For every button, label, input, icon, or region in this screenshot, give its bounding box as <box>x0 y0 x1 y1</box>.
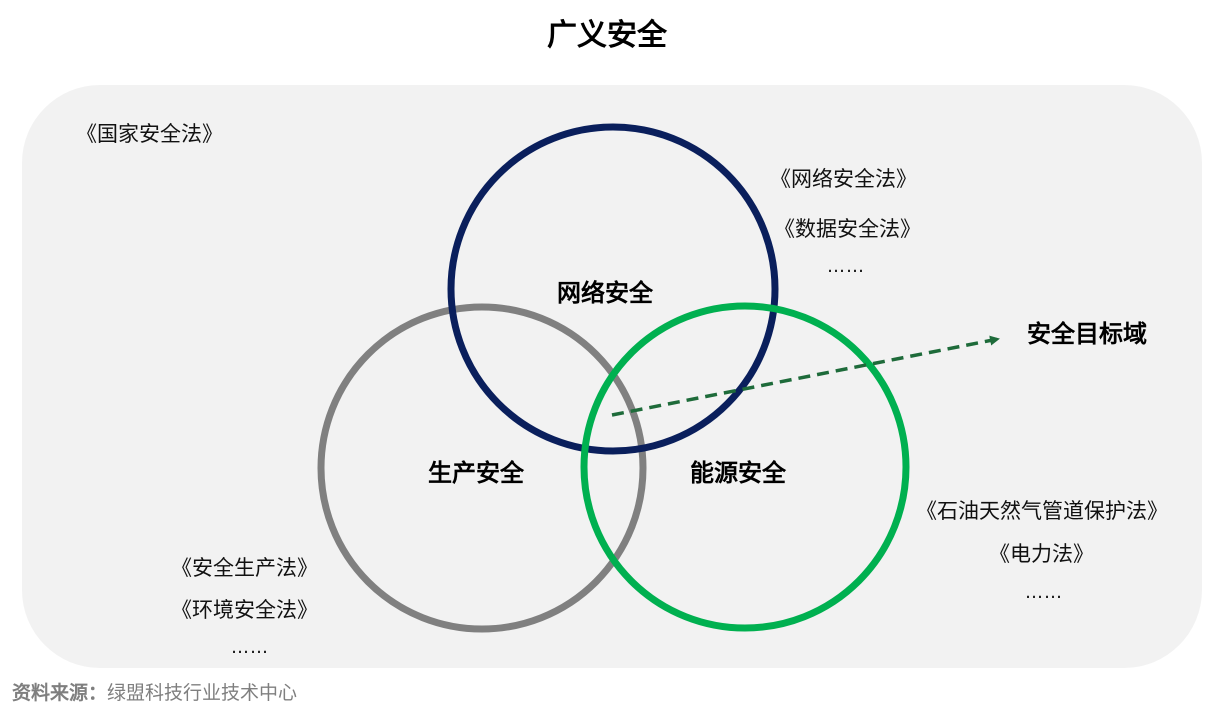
production-laws-ellipsis: …… <box>231 637 269 658</box>
law-data-security: 《数据安全法》 <box>774 217 921 241</box>
production-safety-label: 生产安全 <box>428 459 524 487</box>
law-work-safety: 《安全生产法》 <box>171 556 318 580</box>
law-national-security: 《国家安全法》 <box>76 122 223 146</box>
target-arrow <box>611 335 1000 417</box>
network-laws-ellipsis: …… <box>827 256 865 277</box>
source-label: 资料来源： <box>12 682 108 704</box>
network-safety-label: 网络安全 <box>557 279 653 307</box>
energy-safety-circle <box>580 302 910 632</box>
production-safety-circle <box>317 303 647 633</box>
energy-laws-ellipsis: …… <box>1025 582 1063 603</box>
security-target-domain-label: 安全目标域 <box>1027 320 1147 348</box>
law-pipeline-protection: 《石油天然气管道保护法》 <box>916 499 1168 523</box>
source-note: 资料来源：绿盟科技行业技术中心 <box>12 678 297 705</box>
network-safety-circle <box>447 123 779 455</box>
diagram-title: 广义安全 <box>547 18 667 53</box>
law-network-security: 《网络安全法》 <box>770 167 917 191</box>
energy-safety-label: 能源安全 <box>690 459 786 487</box>
source-text: 绿盟科技行业技术中心 <box>107 682 298 704</box>
law-electric-power: 《电力法》 <box>989 542 1094 566</box>
law-environmental-safety: 《环境安全法》 <box>171 598 318 622</box>
